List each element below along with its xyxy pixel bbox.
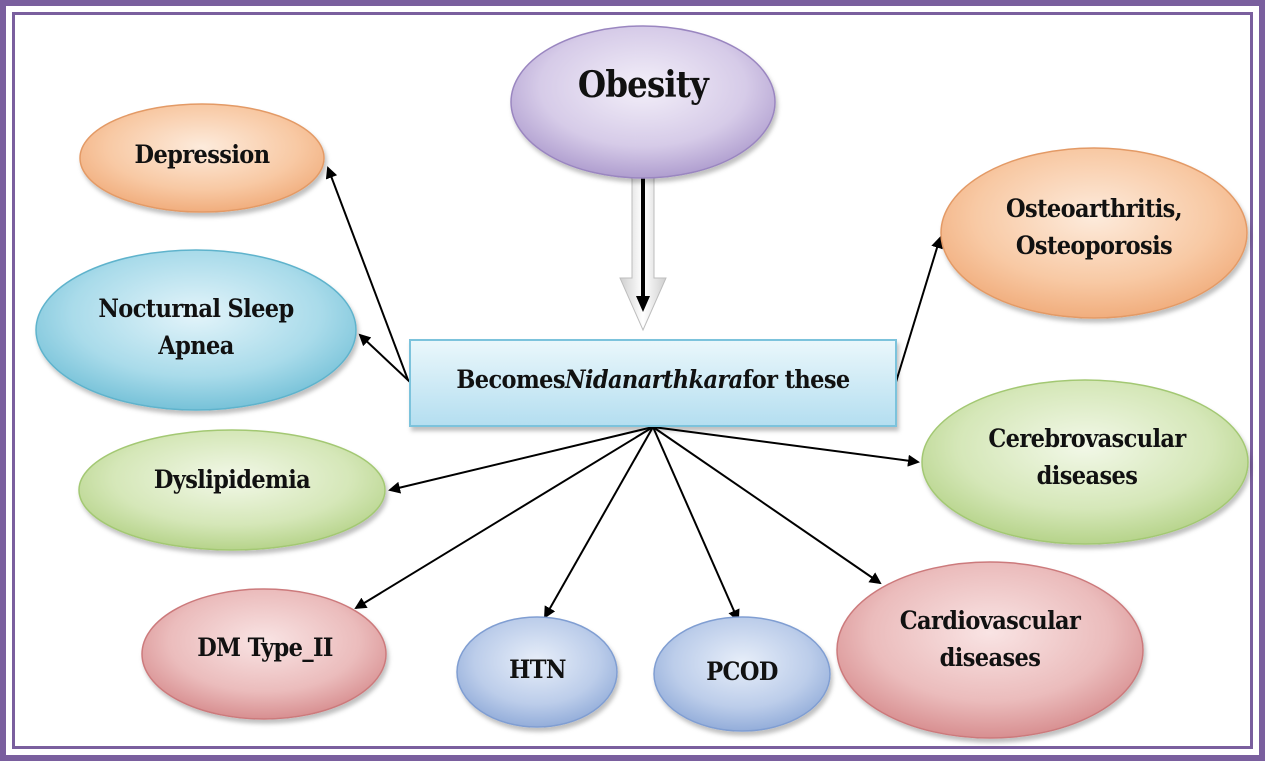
cerebrovascular-line1: Cerebrovascular	[988, 424, 1186, 454]
sleep-apnea-ellipse	[35, 249, 357, 411]
htn-label: HTN	[509, 654, 566, 684]
osteo-line1: Osteoarthritis,	[1006, 194, 1183, 224]
pcod-ellipse	[653, 616, 831, 732]
dm-type2-label: DM Type_II	[197, 632, 333, 662]
arrow-to-cerebrovascular	[652, 426, 920, 467]
center-box-term: Nidanarthkara	[564, 364, 743, 394]
arrow-to-dyslipidemia	[388, 426, 654, 494]
depression-label: Depression	[134, 139, 271, 169]
cardiovascular-label: Cardiovascular diseases	[840, 592, 1140, 687]
osteo-label: Osteoarthritis, Osteoporosis	[944, 180, 1244, 275]
center-box-prefix: Becomes	[456, 364, 565, 394]
arrow-to-cardiovascular	[652, 426, 882, 585]
cardiovascular-line1: Cardiovascular	[899, 606, 1081, 636]
depression-ellipse	[79, 103, 325, 213]
arrow-to-depression	[325, 166, 409, 381]
cardiovascular-line2: diseases	[939, 642, 1041, 672]
cerebrovascular-line2: diseases	[1036, 460, 1138, 490]
arrow-to-dm-type2	[354, 426, 654, 610]
center-box	[409, 339, 897, 427]
cardiovascular-ellipse	[836, 561, 1144, 739]
sleep-apnea-label: Nocturnal Sleep Apnea	[46, 280, 346, 375]
htn-ellipse	[456, 616, 618, 728]
arrow-to-pcod	[652, 426, 740, 622]
arrow-to-sleep-apnea	[358, 333, 411, 383]
inner-frame	[12, 12, 1253, 749]
obesity-ellipse	[510, 25, 776, 179]
sleep-apnea-line1: Nocturnal Sleep	[98, 294, 294, 324]
obesity-down-arrow	[619, 169, 667, 332]
sleep-apnea-line2: Apnea	[158, 330, 234, 360]
osteo-ellipse	[940, 147, 1248, 319]
arrow-to-osteo	[895, 236, 943, 383]
connector-lines	[325, 166, 943, 622]
arrow-to-htn	[544, 426, 654, 619]
osteo-line2: Osteoporosis	[1015, 230, 1173, 260]
dm-type2-ellipse	[141, 588, 387, 720]
cerebrovascular-label: Cerebrovascular diseases	[932, 410, 1242, 505]
center-box-suffix: for these	[742, 364, 851, 394]
dyslipidemia-label: Dyslipidemia	[153, 464, 311, 494]
pcod-label: PCOD	[706, 656, 778, 686]
cerebrovascular-ellipse	[921, 379, 1249, 545]
dyslipidemia-ellipse	[78, 429, 386, 551]
center-box-label: Becomes Nidanarthkara for these	[410, 340, 896, 420]
obesity-title: Obesity	[577, 63, 709, 106]
